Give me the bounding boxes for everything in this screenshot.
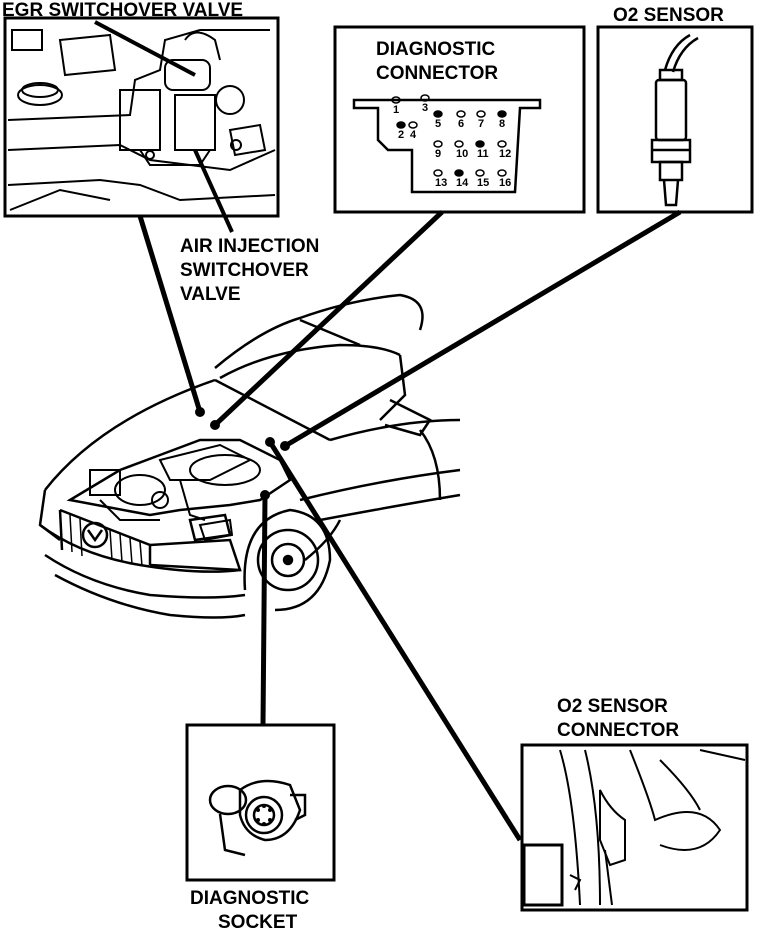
car-illustration <box>38 293 461 619</box>
connector-pin-number: 4 <box>410 129 417 141</box>
diag-socket-label-2: SOCKET <box>218 912 298 932</box>
connector-pin-hole <box>433 110 443 118</box>
connector-pin-number: 13 <box>435 177 447 189</box>
connector-pin-number: 11 <box>477 148 489 160</box>
connector-pin-hole <box>433 169 443 177</box>
connector-pin-hole <box>396 121 406 129</box>
o2-connector-icon <box>522 749 746 907</box>
air-injection-label-1: AIR INJECTION <box>180 236 319 257</box>
connector-pin-number: 10 <box>456 148 468 160</box>
connector-pin-hole <box>497 169 507 177</box>
connector-pin-number: 14 <box>456 177 469 189</box>
connector-pin-number: 15 <box>477 177 489 189</box>
o2-connector-inset <box>520 743 749 912</box>
connector-pin-number: 1 <box>393 104 399 116</box>
connector-pin-hole <box>433 140 443 148</box>
o2-sensor-icon <box>650 33 699 207</box>
connector-pin-hole <box>497 110 507 118</box>
connector-pin-number: 3 <box>422 102 428 114</box>
connector-pin-hole <box>420 94 430 102</box>
o2-sensor-label: O2 SENSOR <box>613 5 724 26</box>
o2-connector-label-2: CONNECTOR <box>557 720 679 741</box>
leader-points <box>195 407 290 500</box>
connector-pin-hole <box>476 110 486 118</box>
air-injection-label-2: SWITCHOVER <box>180 260 309 281</box>
connector-pin-hole <box>456 110 466 118</box>
o2-sensor-inset <box>596 25 754 214</box>
connector-pin-number: 9 <box>435 148 441 160</box>
o2-connector-label-1: O2 SENSOR <box>557 696 668 717</box>
diag-socket-label-1: DIAGNOSTIC <box>190 888 310 909</box>
labels: EGR SWITCHOVER VALVE AIR INJECTION SWITC… <box>2 0 724 932</box>
egr-valve-label: EGR SWITCHOVER VALVE <box>2 0 243 21</box>
engine-bay-inset <box>3 16 280 233</box>
connector-pin-hole <box>408 121 418 129</box>
connector-pin-number: 2 <box>398 129 404 141</box>
diag-connector-label-2: CONNECTOR <box>376 63 498 84</box>
diagnostic-socket-inset <box>185 723 336 882</box>
connector-pin-hole <box>497 140 507 148</box>
diag-connector-label-1: DIAGNOSTIC <box>376 39 496 60</box>
connector-pin-number: 6 <box>458 118 464 130</box>
connector-pin-number: 8 <box>499 118 505 130</box>
connector-pin-hole <box>475 140 485 148</box>
diagnostic-socket-icon <box>208 779 307 857</box>
connector-pin-number: 7 <box>478 118 484 130</box>
connector-pin-number: 12 <box>499 148 511 160</box>
leader-lines <box>137 209 682 842</box>
connector-pin-hole <box>454 140 464 148</box>
connector-pin-hole <box>475 169 485 177</box>
connector-pin-number: 16 <box>499 177 511 189</box>
air-injection-label-3: VALVE <box>180 284 241 305</box>
connector-pin-number: 5 <box>435 118 441 130</box>
connector-pin-hole <box>454 169 464 177</box>
connector-pin-hole <box>391 96 401 104</box>
